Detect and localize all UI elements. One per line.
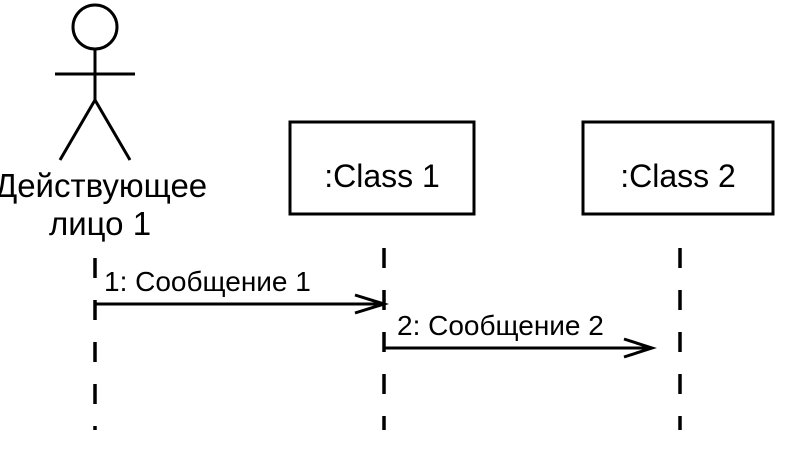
message-1-arrowhead [354, 293, 390, 315]
actor-left-leg [58, 99, 97, 161]
object-box-class-1 [288, 120, 476, 216]
actor-right-leg [93, 99, 132, 161]
object-label-class-1: :Class 1 [324, 158, 440, 194]
actor-figure [55, 3, 135, 161]
object-label-class-2: :Class 2 [620, 158, 736, 194]
message-2-label: 2: Сообщение 2 [397, 310, 604, 341]
message-2-arrowhead [623, 337, 657, 359]
message-1-label: 1: Сообщение 1 [104, 266, 311, 297]
actor-label-line2: лицо 1 [49, 205, 151, 242]
object-box-class-2 [581, 120, 775, 216]
actor-label-line1: Действующее [0, 167, 207, 204]
actor-head [71, 3, 119, 51]
